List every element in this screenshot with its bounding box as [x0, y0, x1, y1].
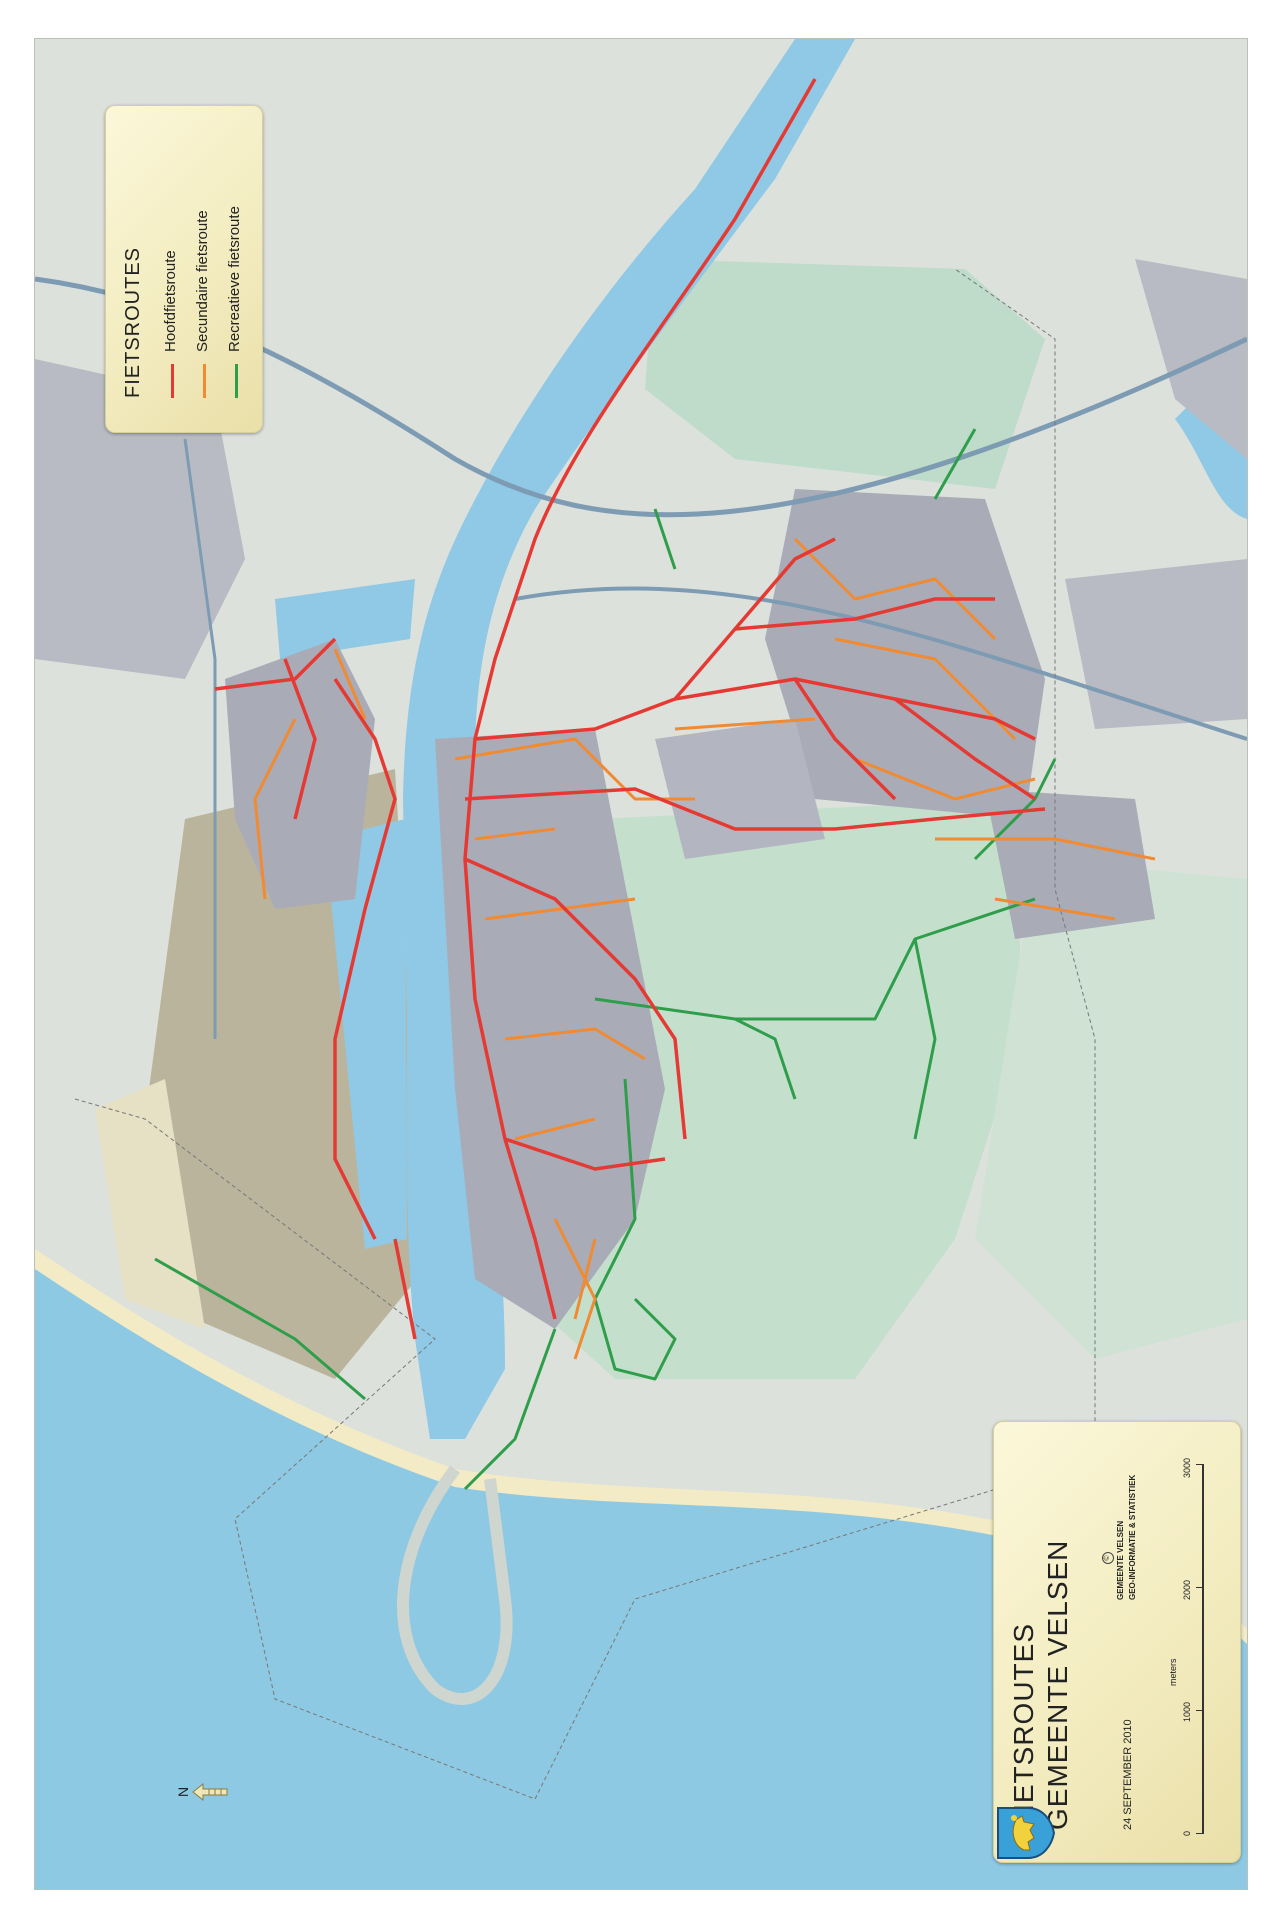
urban-east: [1135, 259, 1247, 459]
urban-heemskerk: [35, 359, 245, 679]
scale-bar: [1202, 1464, 1204, 1834]
scale-tick: [1196, 1833, 1204, 1834]
legend-swatch-main: [171, 364, 174, 398]
urban-ijmuiden: [435, 729, 665, 1329]
highway-a22: [514, 586, 1247, 741]
legend-item-main-route: Hoofdfietsroute: [162, 108, 186, 398]
scale-tick: [1196, 1710, 1204, 1711]
map-canvas[interactable]: [35, 39, 1247, 1889]
park-area: [645, 259, 1045, 489]
legend-panel: FIETSROUTES Hoofdfietsroute Secundaire f…: [105, 105, 263, 433]
harbour-basin: [325, 819, 407, 1249]
scale-label-0: 0: [1182, 1830, 1192, 1836]
map-title-line1: FIETSROUTES: [1008, 1622, 1039, 1830]
legend-label-recreational: Recreatieve fietsroute: [226, 206, 243, 352]
map-title-line2: GEMEENTE VELSEN: [1042, 1539, 1073, 1830]
legend-swatch-recreational: [235, 364, 238, 398]
scale-tick: [1196, 1587, 1204, 1588]
secondary-routes: [253, 537, 1156, 1360]
title-block-panel: FIETSROUTES GEMEENTE VELSEN 24 SEPTEMBER…: [993, 1421, 1241, 1863]
legend-label-main: Hoofdfietsroute: [162, 250, 179, 352]
main-routes: [214, 78, 1046, 1340]
railway: [183, 438, 217, 1039]
scale-label-3000: 3000: [1182, 1457, 1192, 1478]
north-sea-canal: [403, 39, 855, 1439]
legend-title: FIETSROUTES: [122, 246, 144, 398]
harbour-basin-north: [275, 579, 415, 659]
urban-santpoort: [1065, 559, 1247, 729]
dept-name: GEO-INFORMATIE & STATISTIEK: [1128, 1474, 1137, 1600]
scale-label-1000: 1000: [1182, 1701, 1192, 1722]
org-name: GEMEENTE VELSEN: [1116, 1520, 1125, 1600]
harbour-pier: [397, 1465, 513, 1705]
north-arrow: N: [175, 1781, 233, 1803]
legend-swatch-secondary: [203, 364, 206, 398]
legend-item-recreational-route: Recreatieve fietsroute: [226, 108, 250, 398]
map-frame: FIETSROUTES Hoofdfietsroute Secundaire f…: [34, 38, 1248, 1890]
legend-label-secondary: Secundaire fietsroute: [194, 210, 211, 352]
scale-tick: [1196, 1464, 1204, 1465]
green-area-south: [975, 859, 1247, 1359]
north-sea: [35, 1259, 1247, 1889]
legend-item-secondary-route: Secundaire fietsroute: [194, 108, 218, 398]
map-date: 24 SEPTEMBER 2010: [1122, 1719, 1134, 1830]
north-label: N: [175, 1787, 191, 1797]
scale-unit: meters: [1168, 1658, 1178, 1686]
scale-label-2000: 2000: [1182, 1579, 1192, 1600]
north-arrow-icon: N: [175, 1782, 228, 1802]
velsen-crest-icon: [997, 1807, 1056, 1859]
urban-beverwijk: [225, 639, 375, 909]
inland-water: [1175, 399, 1247, 519]
sandy-area: [95, 1079, 205, 1329]
copyright-icon: ©: [1102, 1552, 1114, 1564]
urban-velsen-zuid: [655, 719, 825, 859]
